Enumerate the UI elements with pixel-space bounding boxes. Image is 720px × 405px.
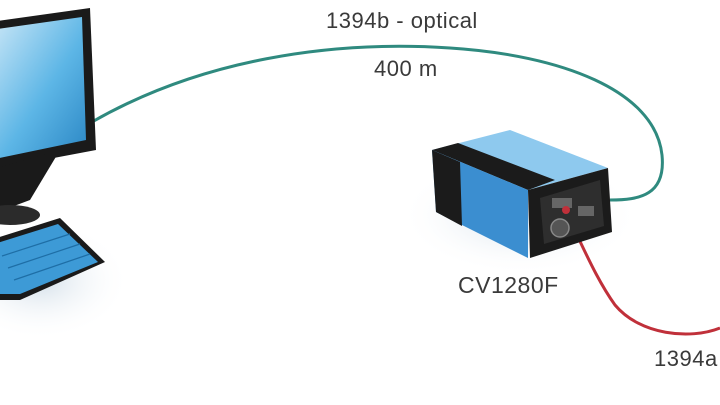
computer-monitor-icon <box>0 8 96 225</box>
optical-cable <box>91 44 664 202</box>
keyboard-icon <box>0 218 105 300</box>
copper-link-label: 1394a <box>654 346 718 371</box>
camera-icon <box>432 130 612 258</box>
distance-label: 400 m <box>374 56 438 81</box>
camera-model-label: CV1280F <box>458 272 559 298</box>
optical-link-label: 1394b - optical <box>326 8 478 33</box>
